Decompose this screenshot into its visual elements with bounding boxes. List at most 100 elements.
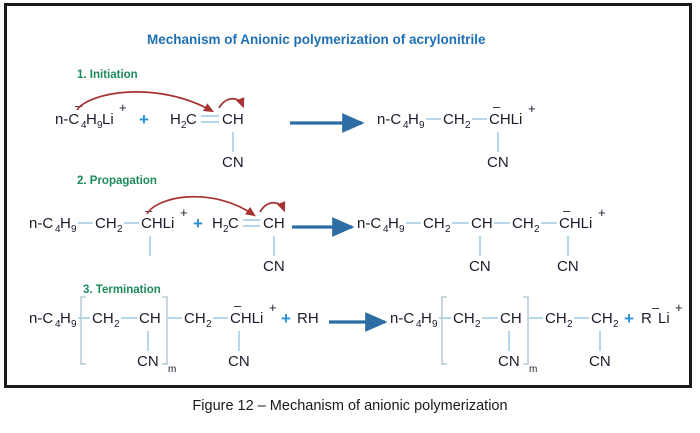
formula-sub: 9 (399, 224, 405, 235)
formula-sub: 2 (534, 224, 540, 235)
formula-text: Li (102, 111, 114, 128)
formula-text: CH (184, 310, 206, 327)
branch-cyano: CN (263, 258, 285, 275)
formula-text: CH (443, 111, 465, 128)
propagation-reactant-chain-anion: n-C 4 H 9 CH 2 CHLi – + (29, 203, 188, 256)
repeat-bracket-left (80, 296, 86, 365)
repeat-bracket-right (162, 296, 168, 365)
formula-sub: 4 (416, 319, 422, 330)
branch-cyano: CN (137, 353, 159, 370)
formula-sub: 4 (383, 224, 389, 235)
formula-sub: 2 (223, 224, 229, 235)
formula-sub: 9 (71, 224, 77, 235)
branch-cyano: CN (487, 154, 509, 171)
formula-sub: 4 (403, 120, 409, 131)
formula-text: n-C (29, 310, 53, 327)
formula-sub: 2 (445, 224, 451, 235)
repeat-bracket-right (523, 296, 529, 365)
termination-product-polymer: n-C 4 H 9 CH 2 CH CN m CH 2 CH 2 (390, 296, 619, 375)
formula-sub: 4 (55, 319, 61, 330)
formula-text: CH (222, 111, 244, 128)
formula-text: CH (512, 215, 534, 232)
repeat-subscript: m (529, 364, 537, 375)
formula-text: n-C (357, 215, 381, 232)
figure-caption: Figure 12 – Mechanism of anionic polymer… (192, 398, 508, 414)
formula-text: CH (471, 215, 493, 232)
formula-sub: 2 (117, 224, 123, 235)
charge-plus: + (269, 300, 277, 315)
formula-sub: 2 (475, 319, 481, 330)
plus-sign: + (624, 309, 634, 328)
formula-text: CHLi (559, 215, 592, 232)
formula-text: Li (658, 310, 670, 327)
formula-text: H (388, 215, 399, 232)
charge-minus: – (652, 300, 660, 315)
step-label-initiation: 1. Initiation (77, 69, 138, 81)
repeat-subscript: m (168, 364, 176, 375)
formula-text: CH (139, 310, 161, 327)
propagation-reactant-acrylonitrile: H 2 C CH CN (212, 215, 285, 275)
repeat-bracket-left (441, 296, 447, 365)
formula-sub: 9 (419, 120, 425, 131)
formula-text: R (641, 310, 652, 327)
formula-text: CH (453, 310, 475, 327)
branch-cyano: CN (228, 353, 250, 370)
formula-sub: 9 (71, 319, 77, 330)
charge-plus: + (675, 300, 683, 315)
formula-text: n-C (29, 215, 53, 232)
plus-sign: + (139, 110, 149, 129)
charge-plus: + (180, 205, 188, 220)
formula-text: n-C (377, 111, 401, 128)
branch-cyano: CN (222, 154, 244, 171)
formula-text: H (408, 111, 419, 128)
formula-sub: 9 (97, 120, 103, 131)
formula-text: CH (500, 310, 522, 327)
formula-text: CH (423, 215, 445, 232)
formula-text: H (212, 215, 223, 232)
formula-sub: 2 (567, 319, 573, 330)
formula-sub: 2 (114, 319, 120, 330)
propagation-product: n-C 4 H 9 CH 2 CH CN CH 2 CHLi – + CN (357, 203, 606, 275)
electron-arrow-long (76, 91, 215, 113)
diagram-title: Mechanism of Anionic polymerization of a… (147, 32, 486, 47)
initiation-row: n-C 4 H 9 Li – + + H 2 C CH CN (55, 91, 536, 171)
formula-text: H (60, 310, 71, 327)
step-label-termination: 3. Termination (83, 284, 161, 296)
formula-sub: 2 (613, 319, 619, 330)
charge-minus: – (493, 99, 501, 114)
electron-arrow-short (218, 97, 245, 109)
termination-row: n-C 4 H 9 CH 2 CH CN m CH 2 (29, 296, 683, 375)
formula-text: CH (263, 215, 285, 232)
branch-cyano: CN (498, 353, 520, 370)
formula-sub: 2 (181, 120, 187, 131)
branch-cyano: CN (589, 353, 611, 370)
formula-text: H (421, 310, 432, 327)
charge-plus: + (598, 205, 606, 220)
formula-sub: 2 (206, 319, 212, 330)
formula-text: CHLi (141, 215, 174, 232)
termination-reactant-polymer-anion: n-C 4 H 9 CH 2 CH CN m CH 2 (29, 296, 277, 375)
formula-text: n-C (55, 111, 79, 128)
termination-product-lithium-salt: R – Li + (641, 300, 683, 327)
charge-plus: + (119, 100, 127, 115)
initiation-product: n-C 4 H 9 CH 2 CHLi – + CN (377, 99, 536, 171)
formula-sub: 9 (432, 319, 438, 330)
formula-text: H (60, 215, 71, 232)
initiation-reactant-butyllithium: n-C 4 H 9 Li – + (55, 98, 127, 131)
formula-sub: 4 (81, 120, 87, 131)
formula-sub: 2 (465, 120, 471, 131)
formula-text: C (186, 111, 197, 128)
initiation-reactant-acrylonitrile: H 2 C CH CN (170, 111, 244, 171)
charge-minus: – (75, 98, 83, 113)
formula-text: n-C (390, 310, 414, 327)
formula-text: CH (92, 310, 114, 327)
plus-sign: + (193, 214, 203, 233)
formula-text: H (86, 111, 97, 128)
plus-sign: + (281, 309, 291, 328)
step-label-propagation: 2. Propagation (77, 175, 157, 187)
charge-plus: + (528, 101, 536, 116)
reaction-mechanism-diagram: Mechanism of Anionic polymerization of a… (29, 32, 683, 375)
termination-reactant-rh: RH (297, 310, 319, 327)
electron-arrow-long (146, 195, 256, 217)
propagation-row: n-C 4 H 9 CH 2 CHLi – + + H 2 C (29, 195, 606, 275)
